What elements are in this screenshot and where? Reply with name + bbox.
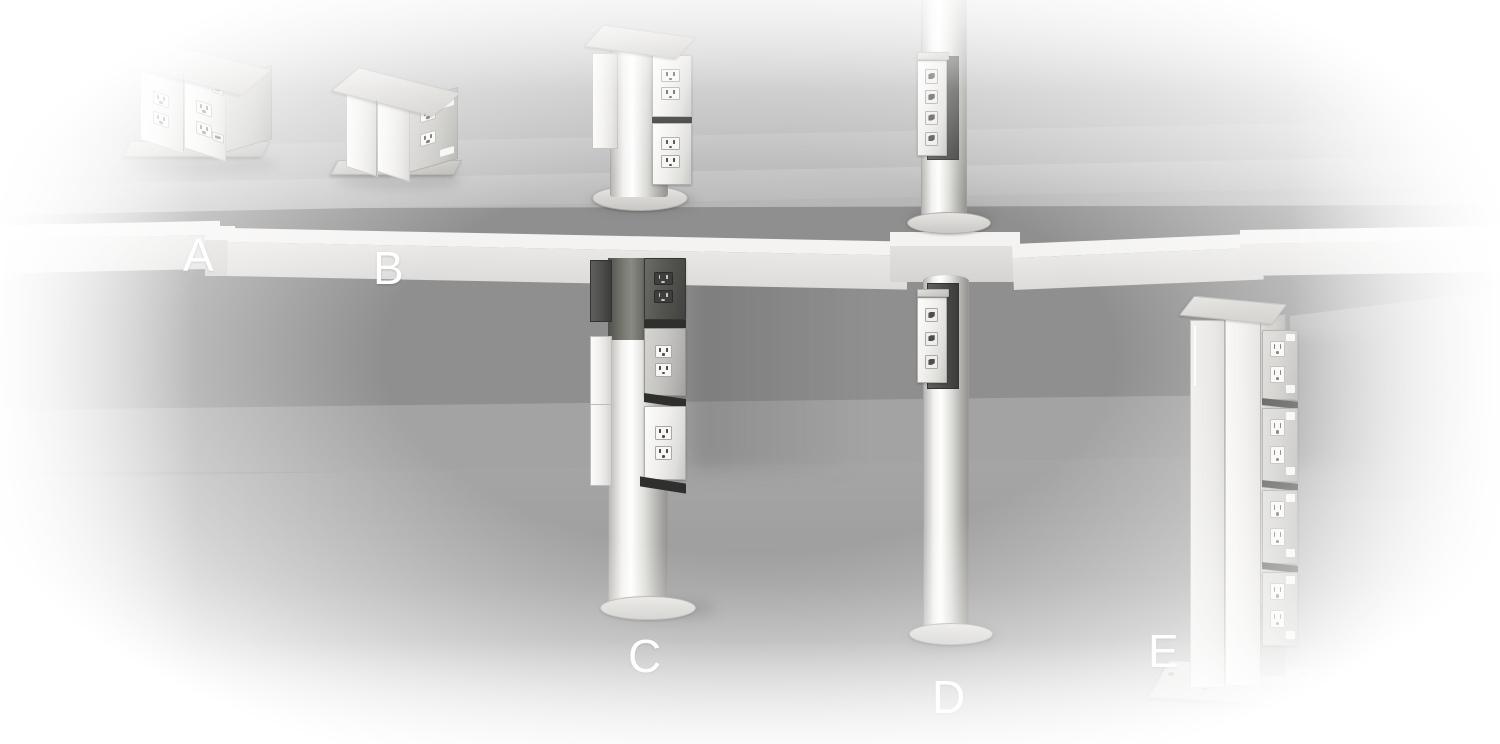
- item-c-raceway-lower-1: [590, 260, 612, 322]
- item-d-outlet-6[interactable]: [925, 331, 939, 346]
- label-d: D: [932, 671, 966, 723]
- item-d-floor-flange-upper: [907, 212, 991, 234]
- item-d-pole-upper[interactable]: [905, 0, 995, 244]
- item-b-panel-seam: [376, 99, 377, 177]
- item-c-pole-lower[interactable]: [578, 258, 716, 628]
- label-b: B: [373, 242, 405, 294]
- item-d-outlet-strip-upper[interactable]: [917, 60, 947, 156]
- item-e-device-box-2[interactable]: [1262, 408, 1298, 482]
- item-a-panel-seam: [183, 72, 184, 152]
- item-d-strip-cap-upper: [917, 52, 949, 60]
- item-c-device-box-5[interactable]: [644, 406, 686, 480]
- item-c-pole-upper[interactable]: [580, 24, 710, 215]
- item-a-floor-box[interactable]: [120, 40, 290, 175]
- item-d-outlet-3[interactable]: [925, 110, 939, 125]
- label-a: A: [183, 229, 215, 281]
- item-e-edge-highlight: [1194, 326, 1196, 386]
- item-c-device-box-3[interactable]: [644, 258, 686, 320]
- item-e-bolt-4: [1300, 672, 1306, 676]
- item-d-strip-cap-lower: [917, 289, 949, 297]
- label-c: C: [628, 630, 662, 682]
- item-e-column-face-right: [1225, 318, 1261, 686]
- item-c-device-box-1[interactable]: [652, 55, 692, 117]
- item-c-floor-flange-lower: [600, 596, 696, 620]
- item-c-raceway-lower-3: [590, 404, 612, 486]
- item-d-floor-flange-lower: [909, 623, 993, 645]
- item-e-device-box-1[interactable]: [1262, 330, 1298, 400]
- pole-c-wall-shadow: [690, 270, 860, 470]
- item-c-box-gap-upper: [652, 117, 692, 123]
- item-d-pole-lower[interactable]: [905, 275, 995, 655]
- item-d-outlet-2[interactable]: [925, 90, 939, 105]
- item-d-outlet-7[interactable]: [925, 355, 939, 370]
- item-d-outlet-4[interactable]: [925, 131, 939, 146]
- item-b-cover-panel-left: [346, 90, 378, 178]
- item-b-floor-box[interactable]: [330, 67, 470, 193]
- item-d-outlet-1[interactable]: [925, 69, 939, 84]
- item-e-column-seam: [1224, 320, 1225, 686]
- item-c-box-gap-1: [644, 320, 686, 328]
- item-c-device-box-2[interactable]: [652, 123, 692, 185]
- item-e-bolt-3: [1268, 686, 1274, 690]
- item-d-outlet-strip-lower[interactable]: [917, 297, 947, 383]
- item-e-device-box-4[interactable]: [1262, 572, 1298, 646]
- item-d-outlet-5[interactable]: [925, 308, 939, 323]
- label-e: E: [1148, 625, 1180, 677]
- item-c-raceway-upper: [592, 53, 618, 149]
- item-c-device-box-4[interactable]: [644, 328, 686, 396]
- item-e-device-box-3[interactable]: [1262, 490, 1298, 564]
